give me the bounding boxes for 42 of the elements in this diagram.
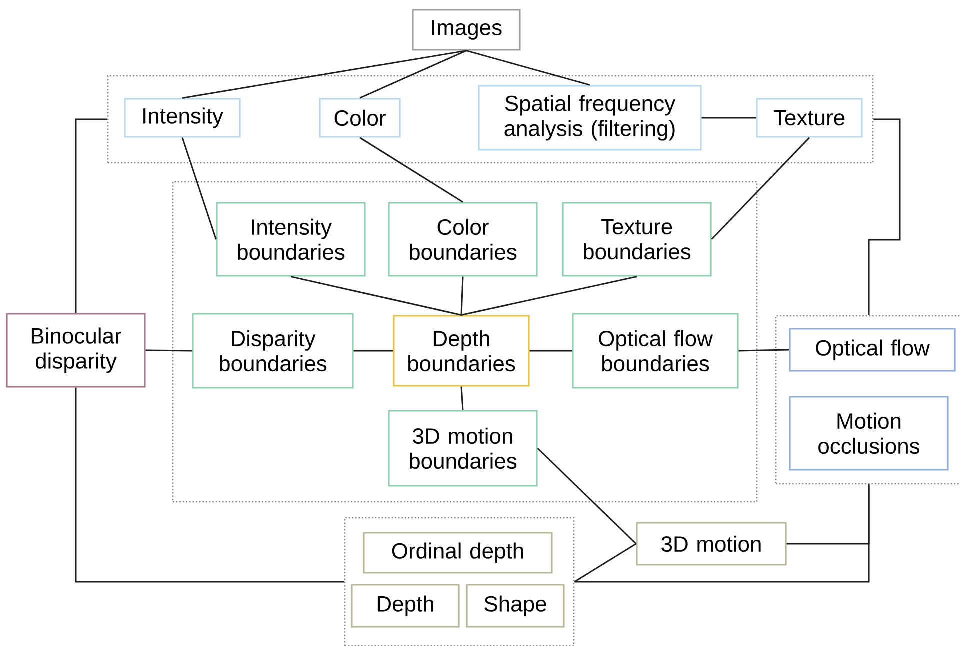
connector-line	[290, 276, 462, 316]
dotted-group-box	[172, 181, 758, 503]
connector-line	[460, 276, 464, 316]
connector-line	[182, 138, 217, 240]
concept-box: Texture boundaries	[562, 202, 712, 277]
concept-box: Depth	[351, 584, 460, 628]
connector-line	[530, 350, 572, 352]
concept-box: Depth boundaries	[393, 315, 530, 387]
concept-box: Shape	[466, 584, 565, 628]
concept-box: 3D motion boundaries	[388, 410, 538, 487]
connector-line	[461, 276, 638, 316]
concept-box: 3D motion	[636, 522, 787, 566]
connector-line	[460, 386, 464, 410]
concept-box: Optical flow	[789, 328, 956, 372]
concept-box: Optical flow boundaries	[572, 313, 739, 389]
dotted-group-box	[344, 517, 575, 646]
connector-line	[868, 118, 901, 316]
concept-box: Texture	[756, 98, 863, 138]
concept-box: Color boundaries	[388, 202, 538, 277]
concept-box: Intensity boundaries	[216, 202, 366, 277]
connector-line	[75, 388, 344, 583]
concept-box: Intensity	[124, 98, 241, 138]
concept-box: Motion occlusions	[789, 396, 949, 471]
concept-box: Color	[319, 98, 401, 138]
concept-box: Binocular disparity	[6, 313, 146, 388]
connector-line	[574, 543, 637, 583]
concept-box: Disparity boundaries	[192, 313, 354, 389]
connector-line	[146, 350, 192, 352]
connector-line	[786, 484, 870, 545]
connector-line	[75, 118, 108, 314]
connector-line	[354, 350, 394, 352]
connector-line	[182, 50, 467, 99]
dotted-group-box	[775, 315, 960, 485]
concept-box: Spatial frequency analysis (filtering)	[478, 85, 702, 151]
connector-line	[537, 448, 637, 545]
concept-box: Ordinal depth	[363, 532, 553, 574]
connector-line	[738, 349, 790, 352]
connector-line	[711, 137, 810, 240]
concept-box: Images	[412, 9, 521, 51]
connector-line	[360, 50, 467, 99]
connector-line	[702, 117, 756, 119]
dotted-group-box	[107, 75, 874, 164]
